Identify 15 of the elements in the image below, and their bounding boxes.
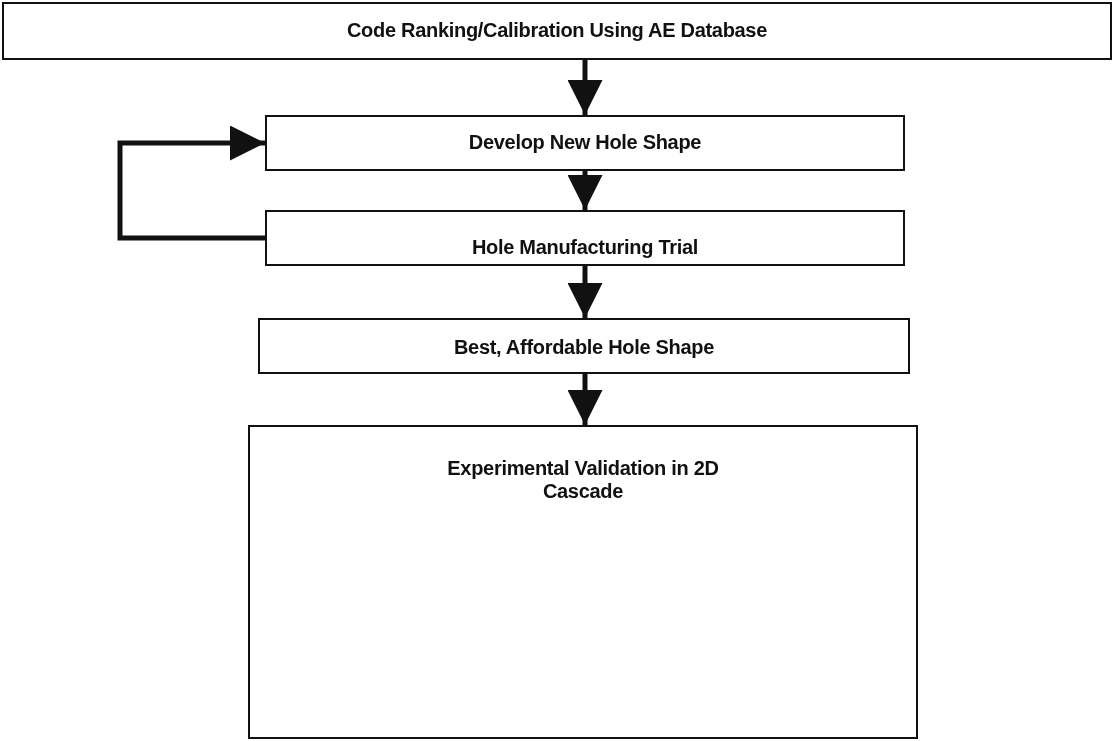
process-box [265, 210, 905, 266]
arrow [567, 60, 603, 115]
box-label: Develop New Hole Shape [468, 131, 702, 154]
arrow [567, 266, 603, 318]
process-box [2, 2, 1112, 60]
process-box [258, 318, 910, 374]
arrow [567, 171, 603, 210]
arrow [567, 374, 603, 425]
box-label: Code Ranking/Calibration Using AE Database [346, 19, 768, 42]
box-label: Best, Affordable Hole Shape [453, 336, 715, 359]
arrow [117, 125, 265, 241]
process-box [248, 425, 918, 739]
process-box [265, 115, 905, 171]
box-label: Hole Manufacturing Trial [471, 236, 699, 259]
box-label: Experimental Validation in 2D Cascade [446, 457, 720, 503]
